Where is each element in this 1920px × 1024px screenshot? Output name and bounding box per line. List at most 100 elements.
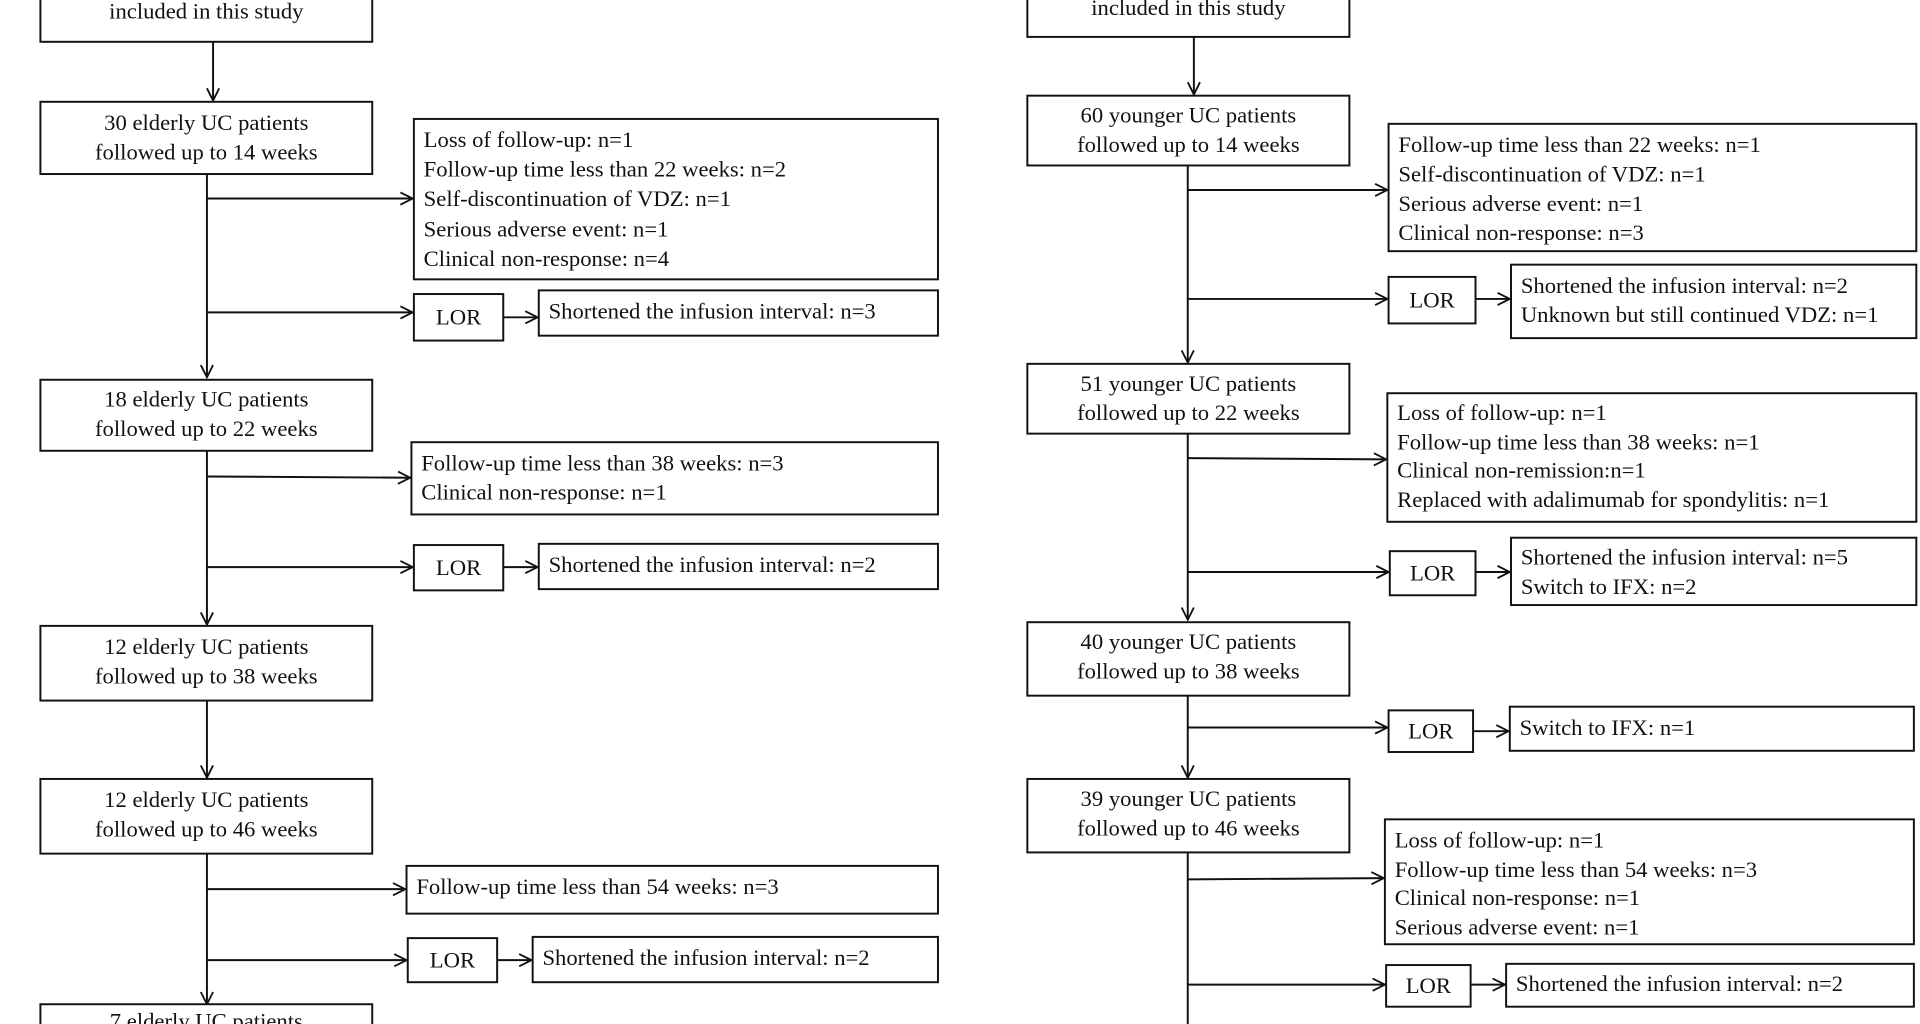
younger-stage-14w-border <box>1026 94 1351 167</box>
box-text-line: Replaced with adalimumab for spondylitis… <box>1397 487 1829 512</box>
box-text-line: Shortened the infusion interval: n=2 <box>549 552 876 577</box>
elderly-exclusion-box-22w-border <box>410 441 939 516</box>
lor-box-border <box>1388 550 1477 597</box>
younger-stage-46w-border <box>1026 777 1351 854</box>
box-text-line: Loss of follow-up: n=1 <box>1397 400 1607 425</box>
box-text-line: 40 younger UC patients <box>1081 629 1297 654</box>
younger-exclusion-box-22w-border <box>1386 392 1918 523</box>
younger-stage-14w: 60 younger UC patients followed up to 14 … <box>1026 94 1351 167</box>
lor-label: LOR <box>1406 973 1452 998</box>
elderly-stage-38w: 12 elderly UC patients followed up to 38 … <box>39 624 374 702</box>
younger-lor-outcome-46w: Shortened the infusion interval: n=2 <box>1505 962 1915 1008</box>
box-text-line: Switch to IFX: n=2 <box>1521 574 1697 599</box>
younger-enrolled-box: included in this study <box>1026 0 1351 38</box>
younger-lor-outcome-38w: Switch to IFX: n=1 <box>1508 705 1915 752</box>
elderly-stage-22w: 18 elderly UC patients followed up to 22 … <box>39 378 374 452</box>
lor-label: LOR <box>436 555 482 580</box>
elderly-stage-14w-border <box>39 100 374 176</box>
lor-box-border <box>406 937 499 984</box>
elderly-lor-outcome-14w-border <box>537 289 939 337</box>
lor-box: LOR <box>1385 964 1472 1008</box>
lor-box-border <box>1385 964 1472 1008</box>
box-text-line: Clinical non-response: n=3 <box>1398 220 1643 245</box>
younger-exclusion-box-14w-border <box>1387 122 1918 253</box>
box-text-line: Follow-up time less than 38 weeks: n=1 <box>1397 430 1759 455</box>
elderly-lor-outcome-46w-border <box>531 935 939 984</box>
box-text-line: 18 elderly UC patients <box>104 387 308 412</box>
lor-label: LOR <box>430 948 476 973</box>
box-text-line: Serious adverse event: n=1 <box>424 216 669 241</box>
younger-lor-outcome-14w: Shortened the infusion interval: n=2Unkn… <box>1510 263 1918 340</box>
box-text-line: Serious adverse event: n=1 <box>1398 191 1643 216</box>
box-text-line: Clinical non-response: n=1 <box>1395 885 1640 910</box>
lor-label: LOR <box>1409 288 1455 313</box>
box-text-line: Clinical non-remission:n=1 <box>1397 458 1646 483</box>
box-text-line: 7 elderly UC patients <box>110 1009 303 1024</box>
box-text-line: Loss of follow-up: n=1 <box>424 127 634 152</box>
box-text-line: 60 younger UC patients <box>1081 103 1297 128</box>
lor-box: LOR <box>1388 550 1477 597</box>
box-text-line: 30 elderly UC patients <box>104 110 308 135</box>
younger-exclusion-box-14w: Follow-up time less than 22 weeks: n=1Se… <box>1387 122 1918 253</box>
younger-lor-outcome-14w-border <box>1510 263 1918 340</box>
lor-box: LOR <box>1387 709 1475 753</box>
elderly-stage-38w-border <box>39 624 374 702</box>
box-text-line: followed up to 38 weeks <box>1077 659 1300 684</box>
box-text-line: Follow-up time less than 54 weeks: n=3 <box>1395 857 1757 882</box>
box-text-line: Follow-up time less than 54 weeks: n=3 <box>416 874 778 899</box>
elderly-stage-54w-border <box>39 1003 374 1024</box>
younger-stage-38w: 40 younger UC patients followed up to 38 … <box>1026 621 1351 697</box>
box-text-line: 12 elderly UC patients <box>104 787 308 812</box>
box-text-line: Shortened the infusion interval: n=2 <box>1521 273 1848 298</box>
younger-stage-38w-border <box>1026 621 1351 697</box>
connector-arrow <box>1187 878 1384 879</box>
box-text-line: Switch to IFX: n=1 <box>1520 715 1696 740</box>
box-text-line: followed up to 14 weeks <box>95 139 318 164</box>
elderly-exclusion-box-46w: Follow-up time less than 54 weeks: n=3 <box>405 864 939 915</box>
box-text-line: included in this study <box>1091 0 1286 20</box>
box-text-line: followed up to 22 weeks <box>95 416 318 441</box>
elderly-lor-outcome-22w-border <box>537 542 939 591</box>
younger-lor-outcome-22w-border <box>1510 536 1918 607</box>
connector-arrow <box>206 476 410 477</box>
lor-box: LOR <box>412 544 505 592</box>
elderly-stage-54w: 7 elderly UC patients <box>39 1003 374 1024</box>
box-text-line: Unknown but still continued VDZ: n=1 <box>1521 302 1879 327</box>
box-text-line: Shortened the infusion interval: n=3 <box>549 299 876 324</box>
lor-label: LOR <box>1408 719 1454 744</box>
box-text-line: Follow-up time less than 38 weeks: n=3 <box>421 450 783 475</box>
younger-lor-outcome-38w-border <box>1508 705 1915 752</box>
lor-box-border <box>1387 275 1477 325</box>
box-text-line: followed up to 14 weeks <box>1077 132 1300 157</box>
lor-box-border <box>1387 709 1475 753</box>
box-text-line: Follow-up time less than 22 weeks: n=2 <box>424 156 786 181</box>
box-text-line: 12 elderly UC patients <box>104 634 308 659</box>
elderly-stage-14w: 30 elderly UC patients followed up to 14 … <box>39 100 374 176</box>
lor-box-border <box>412 544 505 592</box>
lor-box: LOR <box>412 293 505 342</box>
box-text-line: Self-discontinuation of VDZ: n=1 <box>1398 161 1705 186</box>
box-text-line: followed up to 22 weeks <box>1077 400 1300 425</box>
box-text-line: followed up to 38 weeks <box>95 663 318 688</box>
box-text-line: followed up to 46 weeks <box>1077 815 1300 840</box>
younger-lor-outcome-22w: Shortened the infusion interval: n=5Swit… <box>1510 536 1918 607</box>
box-text-line: Shortened the infusion interval: n=2 <box>542 945 869 970</box>
box-text-line: Serious adverse event: n=1 <box>1395 914 1640 939</box>
elderly-enrolled-box: included in this study <box>39 0 374 43</box>
lor-label: LOR <box>436 305 482 330</box>
younger-lor-outcome-46w-border <box>1505 962 1915 1008</box>
elderly-exclusion-box-22w: Follow-up time less than 38 weeks: n=3Cl… <box>410 441 939 516</box>
elderly-exclusion-box-46w-border <box>405 864 939 915</box>
box-text-line: followed up to 46 weeks <box>95 816 318 841</box>
box-text-line: Self-discontinuation of VDZ: n=1 <box>424 186 731 211</box>
box-text-line: included in this study <box>109 0 304 24</box>
lor-box: LOR <box>406 937 499 984</box>
younger-enrolled-box-border <box>1026 0 1351 38</box>
elderly-enrolled-box-border <box>39 0 374 43</box>
lor-label: LOR <box>1410 561 1456 586</box>
